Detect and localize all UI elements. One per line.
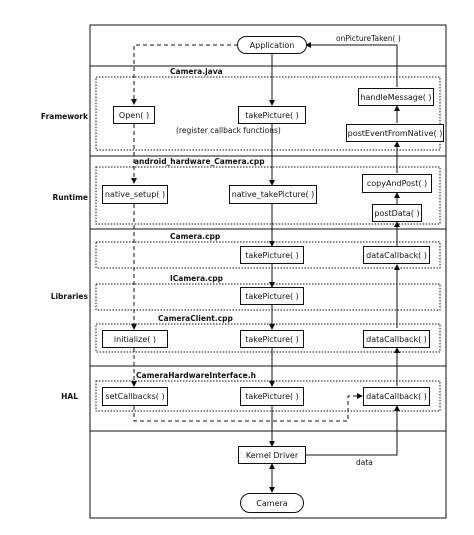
take-picture-hal-node: takePicture( )	[240, 387, 304, 406]
layer-label-framework: Framework	[40, 112, 88, 121]
section-title-camera-java: Camera.java	[170, 67, 223, 76]
application-node: Application	[237, 36, 307, 54]
take-picture-camera-node: takePicture( )	[240, 246, 304, 264]
flow-arrow	[306, 405, 400, 456]
native-setup-node: native_setup( )	[102, 185, 168, 204]
data-label: data	[356, 458, 373, 467]
initialize-node: initialize( )	[102, 330, 168, 348]
section-title-android-hardware-camera: android_hardware_Camera.cpp	[134, 157, 265, 166]
layer-label-runtime: Runtime	[52, 193, 88, 202]
section-camera-java	[95, 76, 441, 151]
dashed-flow-arrow	[133, 393, 363, 422]
section-icamera-cpp	[95, 283, 441, 311]
section-title-cameraclient-cpp: CameraClient.cpp	[158, 314, 233, 323]
outer-frame	[89, 24, 447, 519]
data-callback-hal-node: dataCallback( )	[363, 387, 430, 406]
take-picture-client-node: takePicture( )	[240, 330, 304, 348]
on-picture-taken-label: onPictureTaken( )	[336, 34, 401, 43]
handle-message-node: handleMessage( )	[358, 88, 434, 106]
section-cameraclient-cpp	[95, 323, 441, 353]
data-callback-client-node: dataCallback( )	[363, 330, 430, 348]
set-callbacks-node: setCallbacks( )	[102, 387, 168, 406]
flow-arrow	[305, 42, 398, 87]
data-callback-camera-node: dataCallback( )	[363, 246, 430, 264]
post-data-node: postData( )	[372, 204, 422, 222]
take-picture-icamera-node: takePicture( )	[240, 287, 304, 305]
open-node: Open( )	[113, 106, 155, 124]
section-camera-cpp	[95, 241, 441, 269]
native-take-picture-node: native_takePicture( )	[229, 185, 317, 204]
take-picture-java-node: takePicture( )	[238, 106, 306, 124]
dashed-flow-arrow	[131, 44, 238, 105]
layer-label-libraries: Libraries	[50, 292, 88, 301]
section-camerahardwareinterface	[95, 380, 441, 412]
camera-node: Camera	[240, 493, 304, 513]
layer-label-hal: HAL	[61, 392, 78, 401]
kernel-driver-node: Kernel Driver	[238, 446, 306, 464]
copy-and-post-node: copyAndPost( )	[362, 174, 432, 193]
section-android-hardware-camera	[95, 166, 441, 225]
section-title-camera-cpp: Camera.cpp	[170, 232, 221, 241]
register-callback-label: (register callback functions)	[176, 126, 281, 135]
section-title-icamera-cpp: ICamera.cpp	[170, 274, 224, 283]
post-event-from-native-node: postEventFromNative( )	[346, 124, 444, 142]
section-title-camerahardwareinterface: CameraHardwareInterface.h	[136, 371, 256, 380]
